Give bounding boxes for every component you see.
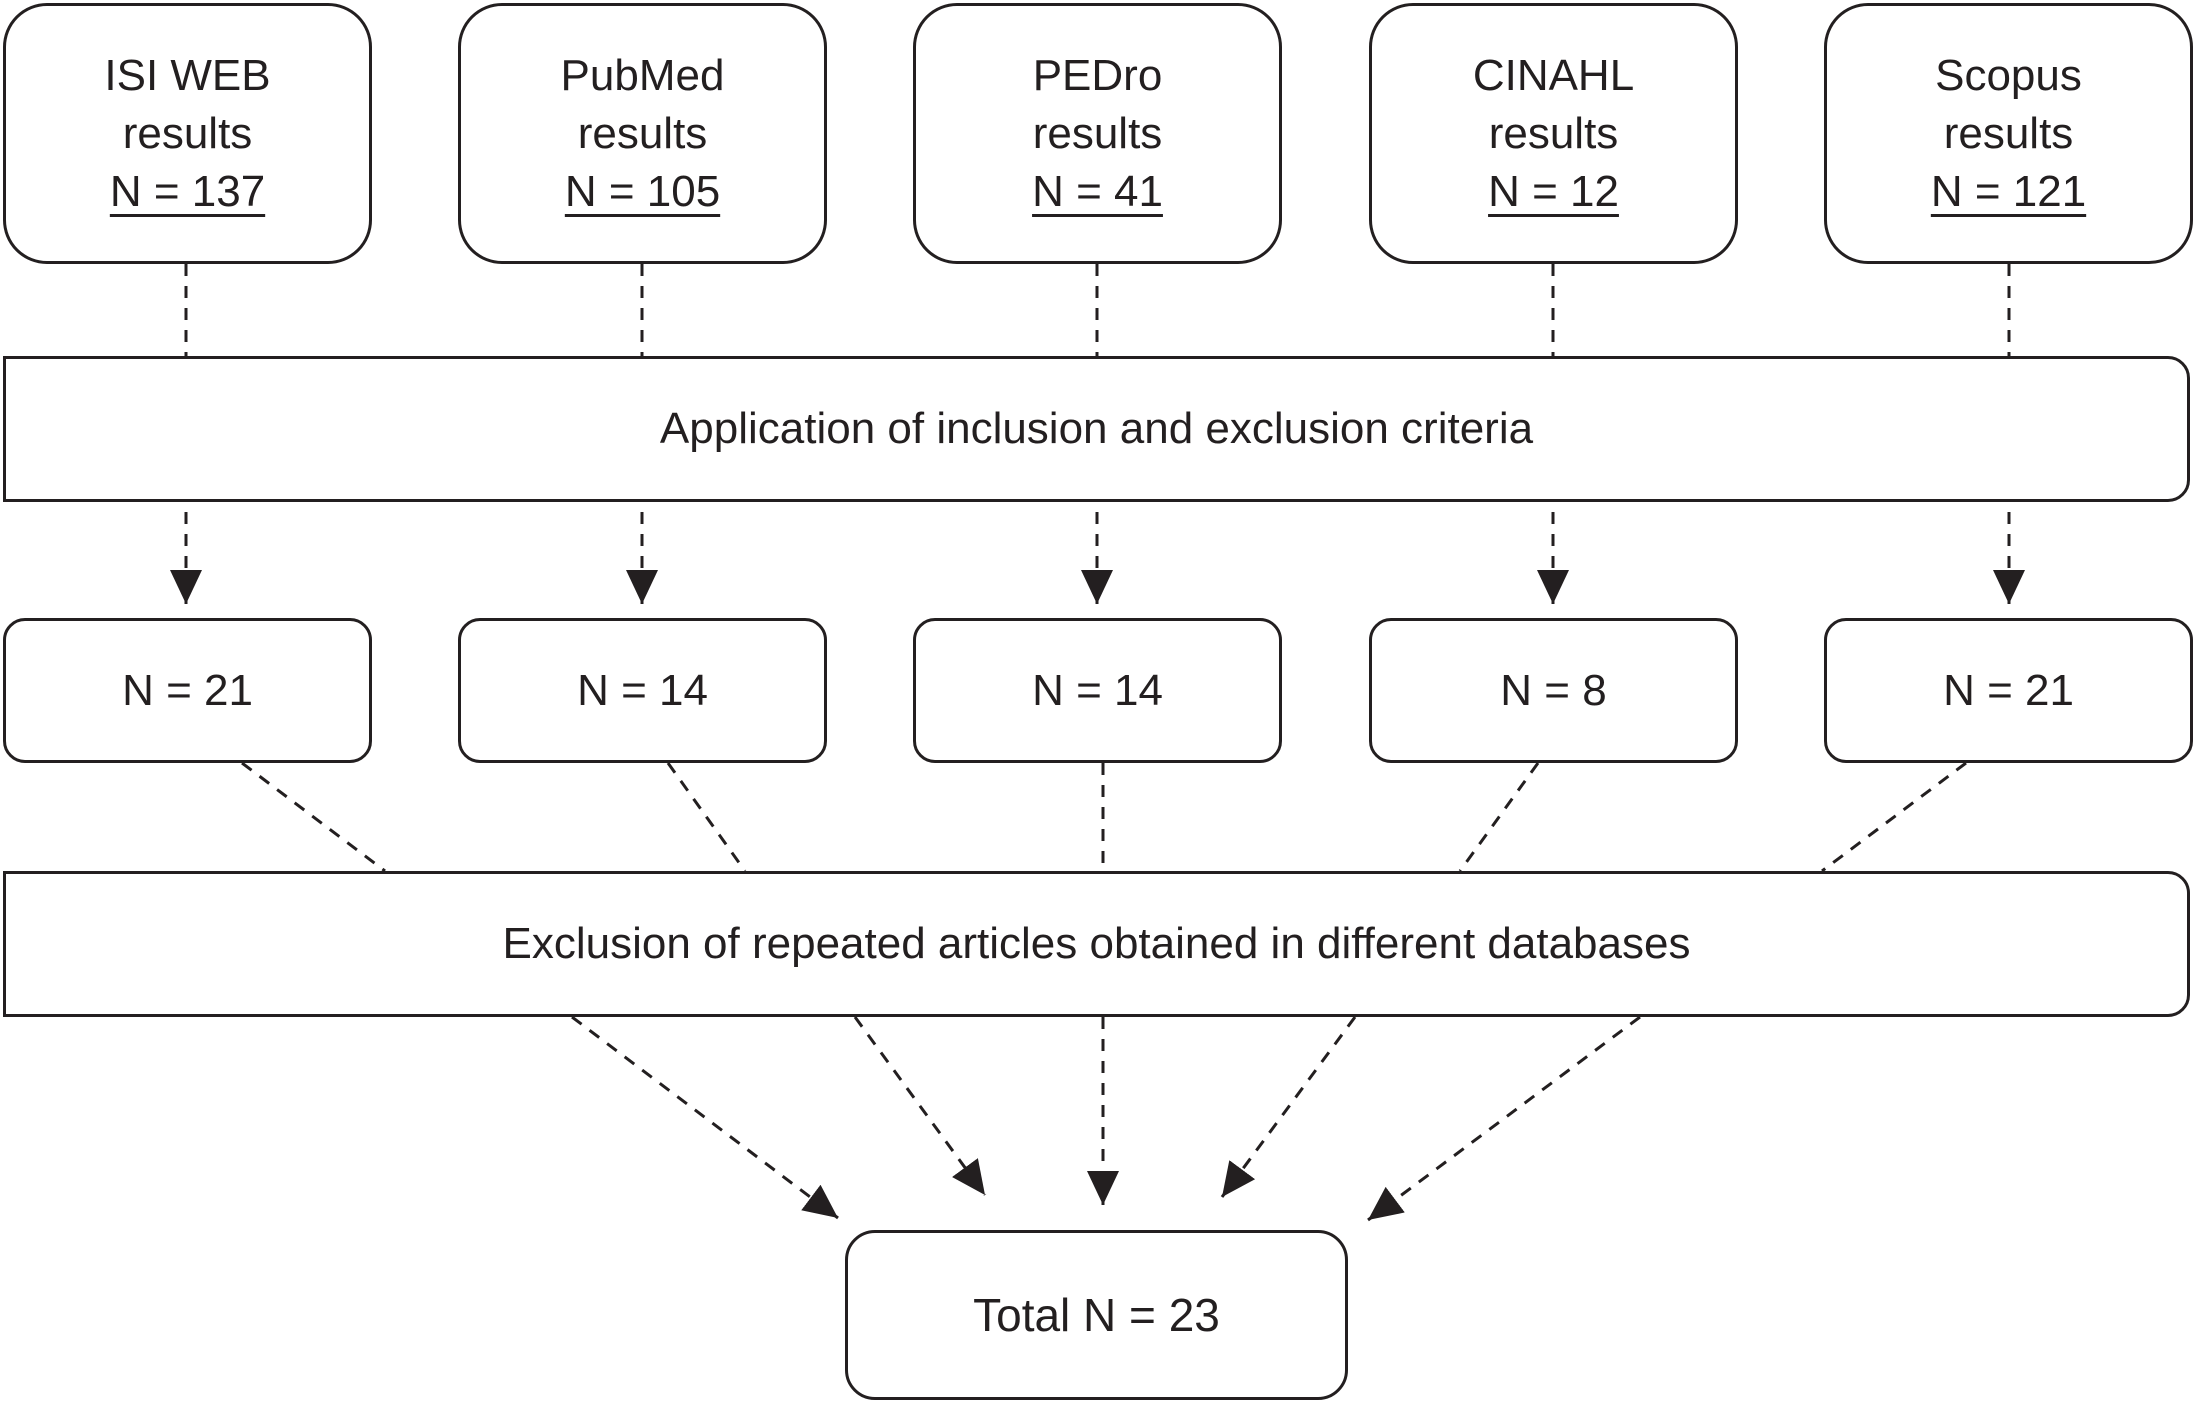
arrow-dedup-total4 [1220,1016,1357,1198]
database-box-pedro: PEDro results N = 41 [913,3,1282,264]
database-count: N = 105 [564,166,721,216]
database-count: N = 121 [1930,166,2087,216]
database-box-isi-web: ISI WEB results N = 137 [3,3,372,264]
database-name: PEDro [1032,50,1163,100]
criteria-step-box: Application of inclusion and exclusion c… [3,356,2190,502]
database-results-label: results [1488,108,1619,158]
filtered-count: N = 14 [577,665,708,715]
arrow-dedup-total2 [853,1016,987,1196]
connector-result4-dedup [1458,762,1540,872]
criteria-step-label: Application of inclusion and exclusion c… [659,404,1534,453]
database-name: ISI WEB [104,50,271,100]
dedup-step-box: Exclusion of repeated articles obtained … [3,871,2190,1017]
database-count: N = 41 [1032,166,1163,216]
database-box-cinahl: CINAHL results N = 12 [1369,3,1738,264]
filtered-count: N = 14 [1032,665,1163,715]
connector-result2-dedup [666,762,747,872]
filtered-count: N = 21 [1943,665,2074,715]
database-name: Scopus [1935,50,2082,100]
database-name: PubMed [560,50,725,100]
total-box: Total N = 23 [845,1230,1348,1400]
database-box-scopus: Scopus results N = 121 [1824,3,2193,264]
filtered-result-box: N = 14 [913,618,1282,763]
arrow-dedup-total5 [1367,1015,1641,1222]
connector-result1-dedup [241,761,386,873]
dedup-step-label: Exclusion of repeated articles obtained … [502,919,1691,968]
filtered-result-box: N = 21 [3,618,372,763]
database-results-label: results [1032,108,1163,158]
total-label: Total N = 23 [973,1289,1220,1341]
arrow-dedup-total1 [571,1015,839,1220]
filtered-count: N = 8 [1500,665,1607,715]
filtered-result-box: N = 8 [1369,618,1738,763]
database-results-label: results [122,108,253,158]
database-name: CINAHL [1472,50,1635,100]
database-count: N = 12 [1488,166,1619,216]
filtered-result-box: N = 21 [1824,618,2193,763]
connector-result5-dedup [1821,761,1967,873]
filtered-count: N = 21 [122,665,253,715]
filtered-result-box: N = 14 [458,618,827,763]
database-results-label: results [1943,108,2074,158]
database-box-pubmed: PubMed results N = 105 [458,3,827,264]
database-count: N = 137 [109,166,266,216]
database-results-label: results [577,108,708,158]
